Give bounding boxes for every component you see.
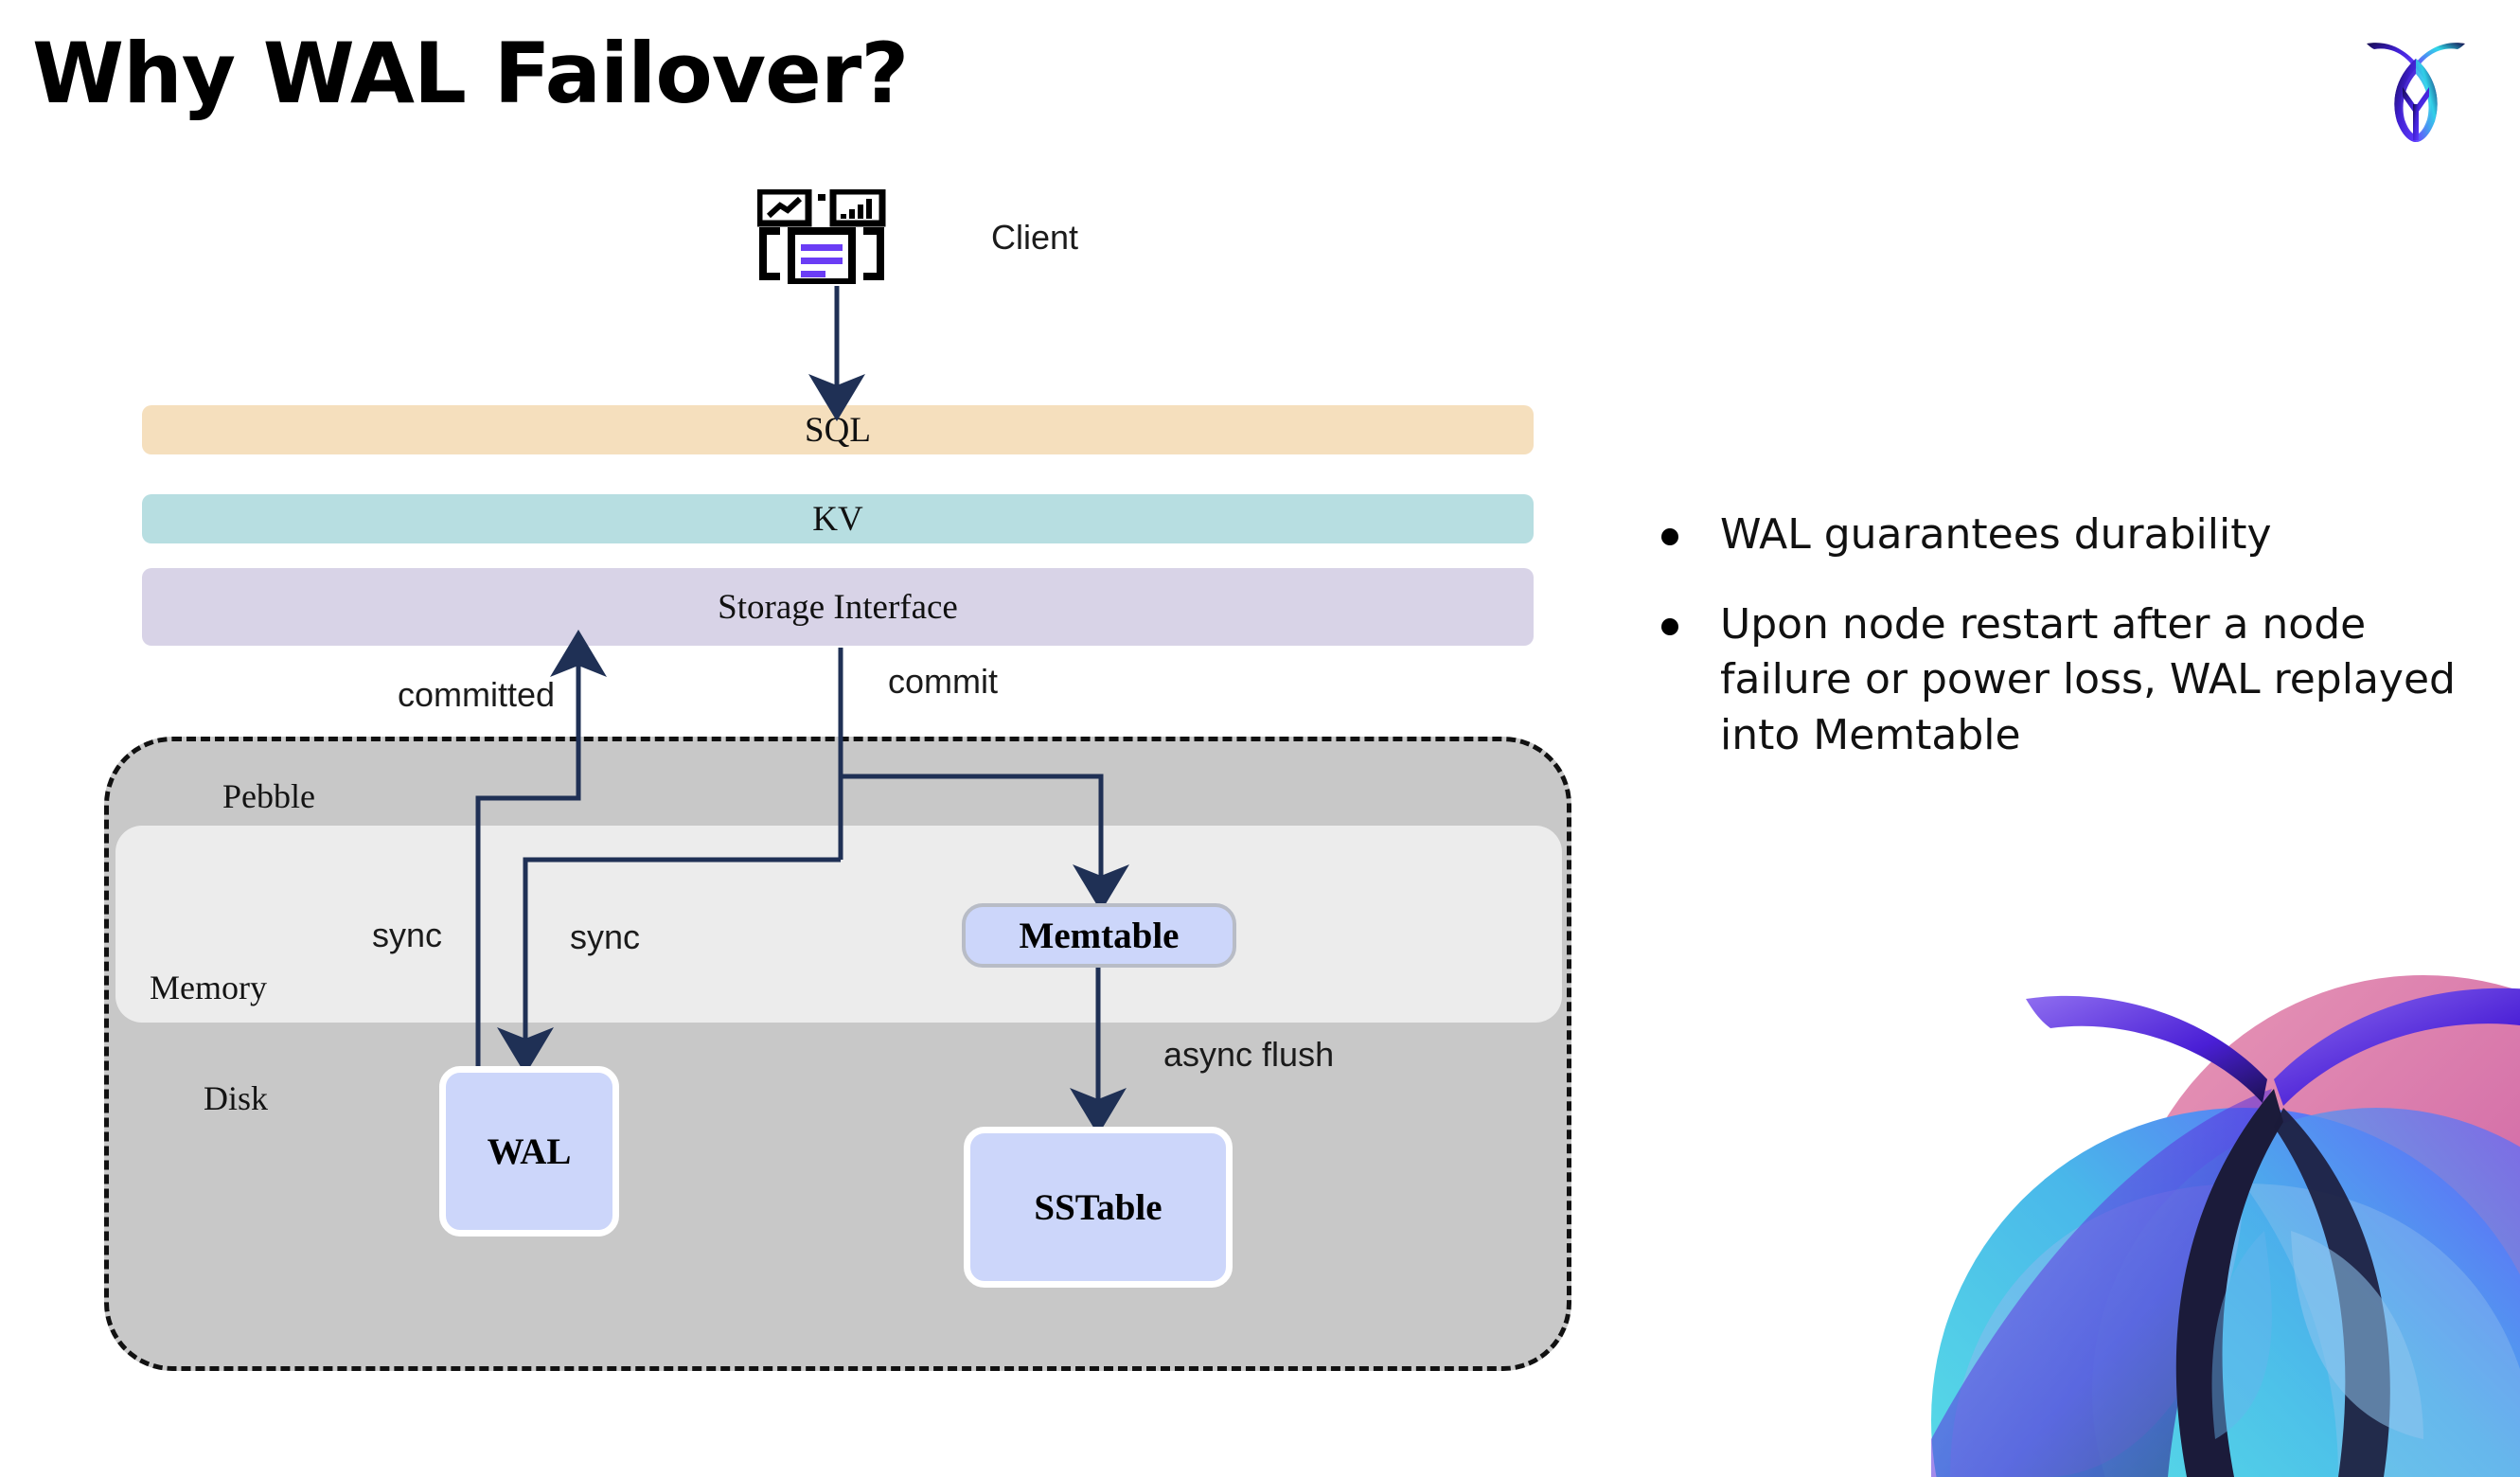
bullet-text: Upon node restart after a node failure o… (1720, 599, 2456, 759)
layer-bar-storage: Storage Interface (142, 568, 1534, 646)
memory-region (115, 826, 1562, 1023)
page-title: Why WAL Failover? (32, 25, 909, 122)
list-item: WAL guarantees durability (1661, 507, 2457, 563)
layer-bar-sql: SQL (142, 405, 1534, 454)
node-sstable-label: SSTable (1034, 1186, 1162, 1228)
node-wal: WAL (439, 1066, 619, 1237)
decorative-brand-mark (1931, 975, 2520, 1477)
layer-bar-storage-label: Storage Interface (718, 587, 958, 627)
layer-bar-kv-label: KV (812, 499, 863, 539)
edge-label-commit: commit (888, 662, 998, 701)
edge-label-sync-right: sync (570, 917, 641, 956)
edge-label-async-flush: async flush (1163, 1035, 1335, 1074)
client-dashboard-icon (757, 189, 886, 284)
bullet-dot-icon (1661, 617, 1678, 635)
node-memtable: Memtable (962, 903, 1236, 968)
bullet-list: WAL guarantees durability Upon node rest… (1661, 507, 2457, 797)
list-item: Upon node restart after a node failure o… (1661, 597, 2457, 764)
layer-bar-kv: KV (142, 494, 1534, 543)
layer-bar-sql-label: SQL (805, 410, 871, 450)
bullet-text: WAL guarantees durability (1720, 510, 2272, 559)
pebble-label: Pebble (222, 777, 315, 815)
client-label: Client (991, 218, 1079, 257)
slide-canvas: Why WAL Failover? (32, 25, 2520, 1477)
architecture-diagram: Client SQL KV Storage Interface Pebble M… (104, 189, 1571, 1371)
cockroachdb-logo-icon (2367, 43, 2465, 142)
node-wal-label: WAL (487, 1130, 572, 1172)
node-sstable: SSTable (964, 1127, 1233, 1288)
disk-label: Disk (204, 1079, 269, 1117)
memory-label: Memory (150, 969, 267, 1006)
edge-label-sync-left: sync (372, 916, 443, 954)
node-memtable-label: Memtable (1019, 915, 1180, 956)
edge-label-committed: committed (398, 675, 556, 714)
bullet-dot-icon (1661, 528, 1678, 545)
